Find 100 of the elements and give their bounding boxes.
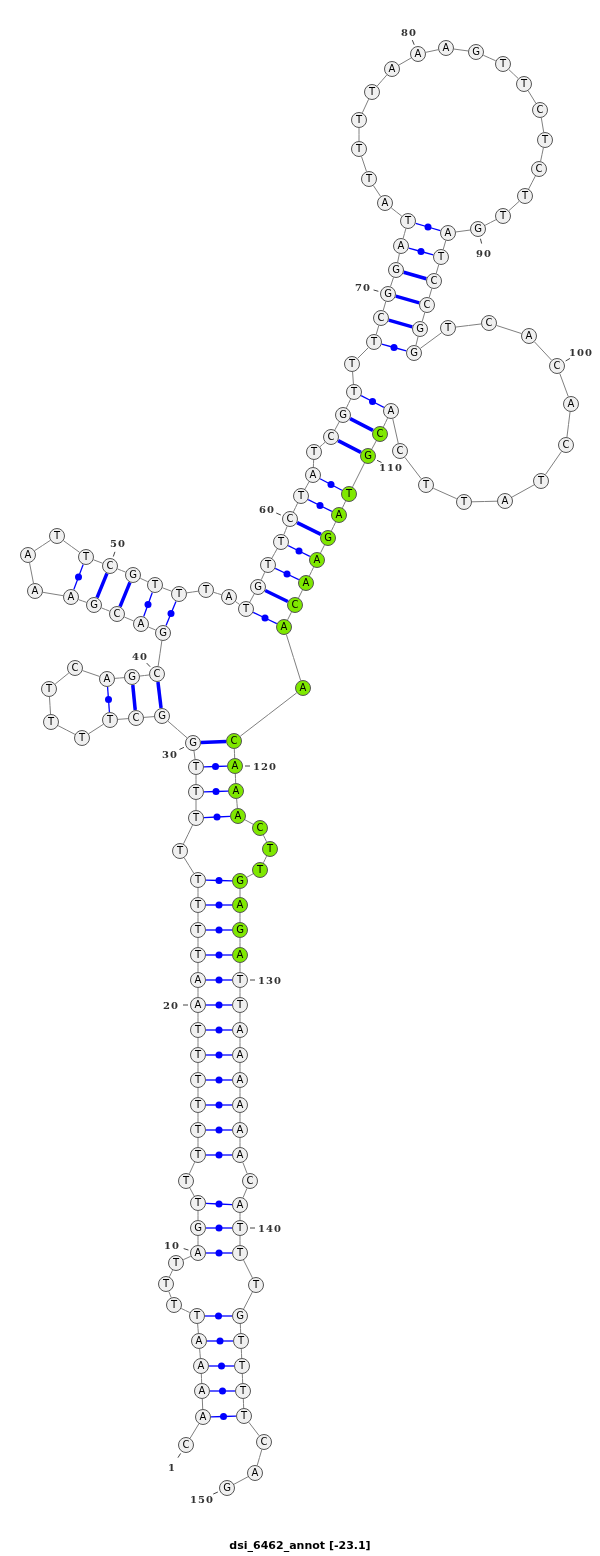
nucleotide-circle: A <box>232 947 248 963</box>
backbone-line <box>195 799 197 811</box>
backbone-line <box>352 462 365 488</box>
nucleotide-circle: T <box>188 784 204 800</box>
nucleotide-circle: T <box>233 1333 249 1349</box>
backbone-line <box>256 1449 263 1466</box>
nucleotide-circle: A <box>410 46 426 62</box>
nucleotide-circle: T <box>344 356 360 372</box>
nucleotide-circle: T <box>456 494 472 510</box>
nucleotide-circle: A <box>563 396 579 412</box>
nucleotide-circle: A <box>440 225 456 241</box>
nucleotide-circle: T <box>49 528 65 544</box>
nucleotide-circle: T <box>190 1022 206 1038</box>
backbone-line <box>559 373 569 397</box>
backbone-line <box>239 987 241 998</box>
nucleotide-circle: G <box>468 44 484 60</box>
backbone-line <box>114 677 125 679</box>
nucleotide-circle: C <box>372 426 388 442</box>
backbone-line <box>330 521 337 532</box>
backbone-line <box>358 127 360 142</box>
backbone-line <box>376 74 388 87</box>
backbone-line <box>116 568 127 573</box>
backbone-line <box>285 634 302 681</box>
backbone-line <box>397 253 400 263</box>
backbone-line <box>271 548 278 559</box>
backbone-line <box>239 888 241 898</box>
backbone-line <box>292 502 299 513</box>
backbone-line <box>100 607 111 612</box>
nucleotide-circle: A <box>521 328 537 344</box>
nucleotide-circle: G <box>470 221 486 237</box>
backbone-line <box>63 540 80 553</box>
backbone-line <box>197 1112 199 1123</box>
base-pair-line <box>274 567 300 581</box>
backbone-line <box>484 219 497 226</box>
position-number: 120 <box>253 760 277 772</box>
nucleotide-circle: A <box>232 1122 248 1138</box>
nucleotide-circle: T <box>78 549 94 565</box>
nucleotide-circle: T <box>366 334 382 350</box>
nucleotide-circle: A <box>191 1333 207 1349</box>
backbone-line <box>496 324 522 335</box>
nucleotide-circle: A <box>309 552 325 568</box>
nucleotide-circle: T <box>43 714 59 730</box>
nucleotide-circle: T <box>190 947 206 963</box>
nucleotide-circle: C <box>149 666 165 682</box>
backbone-line <box>312 459 315 468</box>
nucleotide-circle: A <box>393 238 409 254</box>
backbone-line <box>239 962 241 973</box>
nucleotide-circle: A <box>230 808 246 824</box>
backbone-line <box>428 288 433 298</box>
backbone-line <box>419 332 443 349</box>
base-pair-line <box>206 1340 234 1342</box>
base-pair-line <box>106 686 111 713</box>
nucleotide-circle: G <box>219 1480 235 1496</box>
backbone-line <box>54 672 70 685</box>
backbone-line <box>82 670 100 677</box>
nucleotide-circle: C <box>256 1434 272 1450</box>
nucleotide-circle: T <box>440 320 456 336</box>
backbone-line <box>143 716 155 718</box>
backbone-line <box>42 591 64 597</box>
backbone-line <box>471 500 498 503</box>
nucleotide-circle: G <box>125 567 141 583</box>
backbone-line <box>432 487 458 500</box>
nucleotide-circle: T <box>248 1277 264 1293</box>
backbone-line <box>147 626 157 631</box>
backbone-line <box>243 1291 253 1310</box>
base-pair-line <box>381 343 407 352</box>
base-pair-line <box>205 1054 233 1056</box>
base-pair-line <box>337 439 362 454</box>
backbone-line <box>528 175 536 190</box>
backbone-line <box>453 48 469 52</box>
base-pair-line <box>205 1202 233 1206</box>
nucleotide-circle: T <box>190 897 206 913</box>
base-pair-line <box>203 765 228 768</box>
backbone-line <box>455 229 471 233</box>
backbone-line <box>200 1373 203 1384</box>
nucleotide-circle: G <box>154 708 170 724</box>
nucleotide-circle: A <box>195 1409 211 1425</box>
base-pair-line <box>205 904 233 906</box>
backbone-line <box>233 748 236 759</box>
backbone-line <box>260 571 266 581</box>
backbone-line <box>352 371 354 385</box>
backbone-line <box>239 1323 242 1334</box>
nucleotide-circle: T <box>433 249 449 265</box>
nucleotide-circle: G <box>86 597 102 613</box>
nucleotide-circle: T <box>190 872 206 888</box>
backbone-line <box>213 591 222 596</box>
nucleotide-circle: C <box>481 315 497 331</box>
nucleotide-circle: A <box>99 671 115 687</box>
nucleotide-circle: C <box>558 437 574 453</box>
backbone-line <box>241 1373 244 1384</box>
backbone-line <box>193 750 196 760</box>
backbone-line <box>442 240 447 250</box>
backbone-line <box>57 725 76 735</box>
nucleotide-circle: T <box>188 759 204 775</box>
nucleotide-circle: A <box>331 507 347 523</box>
nucleotide-circle: T <box>235 1383 251 1399</box>
position-number: 60 <box>259 503 275 515</box>
backbone-line <box>375 325 380 335</box>
backbone-line <box>392 418 399 444</box>
backbone-line <box>234 773 237 784</box>
